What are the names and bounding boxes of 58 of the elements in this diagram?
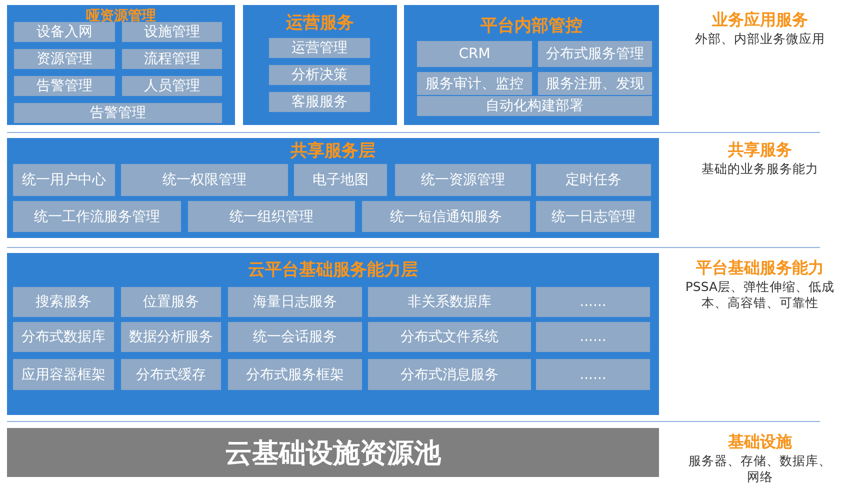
- service-box: 人员管理: [122, 76, 222, 96]
- service-box: 应用容器框架: [13, 359, 114, 390]
- service-box: 设备入网: [14, 22, 115, 42]
- service-box: 搜索服务: [13, 287, 114, 317]
- service-box: 自动化构建部署: [417, 96, 652, 116]
- service-box: ......: [536, 322, 650, 352]
- side-description: 基础的业务服务能力: [700, 161, 820, 177]
- service-box: 统一会话服务: [228, 322, 362, 352]
- layer-panel: [7, 5, 235, 125]
- service-box: 资源管理: [14, 49, 115, 69]
- service-box: 统一组织管理: [188, 201, 355, 232]
- service-box: ......: [536, 287, 650, 317]
- service-box: 海量日志服务: [228, 287, 362, 317]
- service-box: 电子地图: [294, 164, 387, 196]
- service-box: 统一日志管理: [536, 201, 651, 232]
- service-box: 告警管理: [14, 76, 115, 96]
- side-heading: 共享服务: [727, 140, 793, 161]
- service-box: 分布式服务管理: [538, 41, 652, 67]
- side-description: PSSA层、弹性伸缩、低成本、高容错、可靠性: [684, 279, 836, 311]
- service-box: 分布式数据库: [13, 322, 114, 352]
- layer-heading: 共享服务层: [290, 140, 376, 162]
- service-box: 客服服务: [269, 92, 370, 112]
- service-box: 分布式缓存: [121, 359, 221, 390]
- service-box: 统一权限管理: [121, 164, 288, 196]
- layer-heading: 运营服务: [285, 12, 355, 34]
- service-box: 服务注册、发现: [538, 72, 652, 95]
- service-box: 流程管理: [122, 49, 222, 69]
- layer-heading: 云平台基础服务能力层: [247, 259, 419, 281]
- service-box: 数据分析服务: [121, 322, 221, 352]
- service-box: 服务审计、监控: [417, 72, 532, 95]
- service-box: 位置服务: [121, 287, 221, 317]
- layer-panel: [7, 253, 659, 415]
- service-box: 非关系数据库: [368, 287, 531, 317]
- service-box: 统一短信通知服务: [362, 201, 530, 232]
- service-box: 统一工作流服务管理: [13, 201, 181, 232]
- service-box: 定时任务: [536, 164, 651, 196]
- service-box: 分布式消息服务: [368, 359, 531, 390]
- layer-heading: 哑资源管理: [85, 7, 157, 24]
- service-box: 分析决策: [269, 65, 370, 85]
- side-heading: 业务应用服务: [711, 10, 809, 31]
- service-box: 统一用户中心: [13, 164, 115, 196]
- service-box: 告警管理: [14, 103, 222, 123]
- service-box: 分布式服务框架: [228, 359, 362, 390]
- service-box: 设施管理: [122, 22, 222, 42]
- layer-panel: [404, 5, 659, 125]
- service-box: 统一资源管理: [395, 164, 531, 196]
- service-box: 分布式文件系统: [368, 322, 531, 352]
- resource-pool-bar: 云基础设施资源池: [7, 428, 659, 477]
- side-description: 外部、内部业务微应用: [694, 31, 826, 47]
- service-box: 运营管理: [269, 38, 370, 58]
- service-box: CRM: [417, 41, 532, 67]
- layer-panel: [7, 138, 659, 238]
- layer-heading: 平台内部管控: [480, 15, 584, 37]
- side-heading: 平台基础服务能力: [695, 258, 825, 279]
- side-description: 服务器、存储、数据库、网络: [688, 453, 832, 485]
- layer-panel: [243, 5, 397, 125]
- side-heading: 基础设施: [727, 432, 793, 453]
- service-box: ......: [536, 359, 650, 390]
